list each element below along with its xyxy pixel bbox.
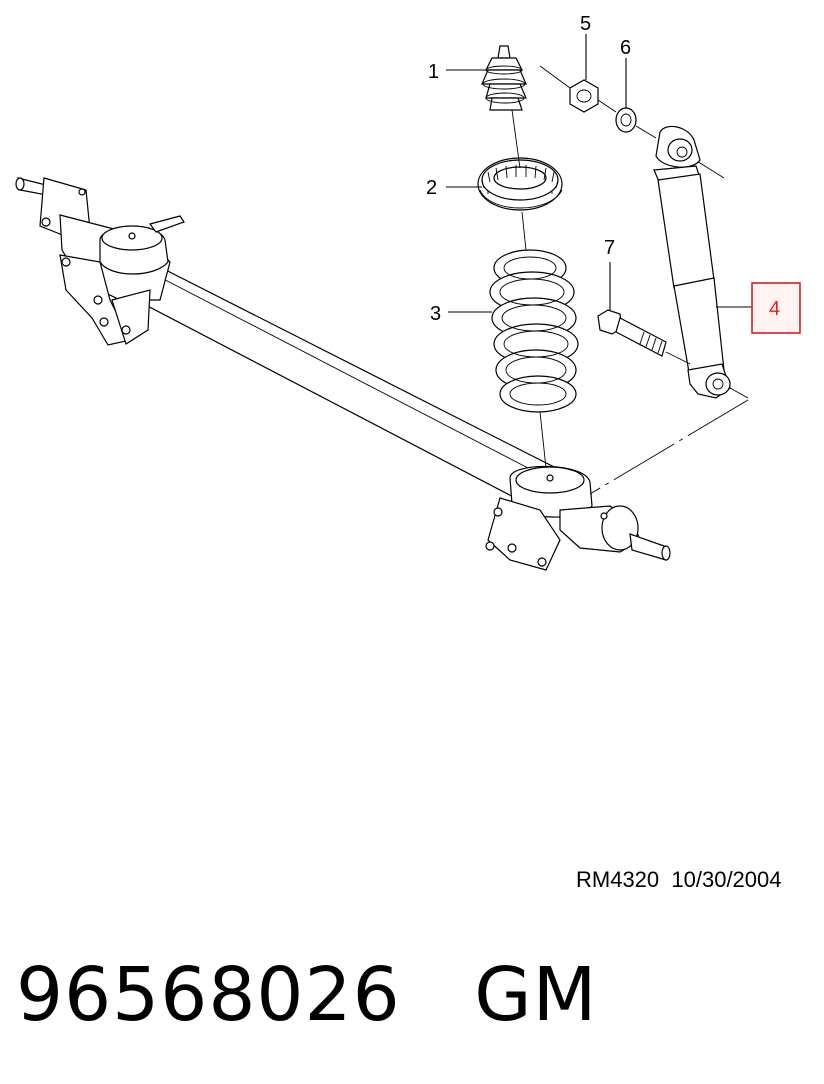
callout-4: 4 [769,298,780,320]
shock-absorber-part [653,125,731,399]
footer-part-label: 96568026 GM [16,952,597,1038]
mounting-bolt-part [597,309,691,365]
lower-mount-guideline [589,387,749,495]
bump-stop-part [481,45,527,111]
reference-date: 10/30/2004 [671,867,782,892]
callout-5: 5 [580,13,591,35]
leader-lines [446,34,752,313]
reference-label: RM4320 10/30/2004 [576,867,782,893]
highlight-box [751,282,801,334]
callout-7: 7 [604,237,615,259]
coil-spring-part [489,249,579,413]
reference-code: RM4320 [576,867,660,892]
washer-part [615,107,637,133]
left-spindle-assembly [15,177,185,346]
callout-2: 2 [426,177,437,199]
callout-3: 3 [430,303,441,325]
spring-seat-part [477,157,563,211]
spring-centerline [511,109,547,469]
part-number: 96568026 [16,952,401,1038]
callout-1: 1 [428,61,439,83]
brand-name: GM [474,952,598,1038]
callout-6: 6 [620,37,631,59]
nut-part [569,79,599,113]
right-spindle-assembly [485,465,671,571]
